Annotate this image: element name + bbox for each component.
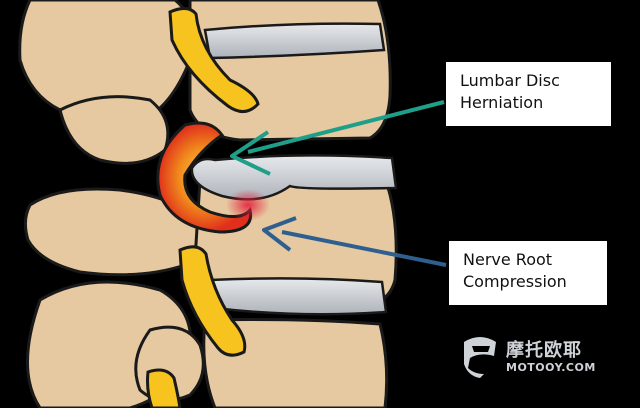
watermark: 摩托欧耶 MOTOOY.COM <box>460 334 610 380</box>
upper-facet <box>58 95 170 165</box>
herniation-arrow <box>230 100 445 176</box>
compression-arrow <box>262 216 447 267</box>
lower-disc <box>208 277 388 316</box>
herniation-label-line-1: Lumbar Disc <box>460 71 560 90</box>
watermark-brand: 摩托欧耶 <box>506 340 582 361</box>
upper-disc <box>203 22 386 60</box>
lower-nerve-root <box>146 368 182 408</box>
compression-label: Nerve Root Compression <box>449 241 607 305</box>
compression-label-line-2: Compression <box>463 272 567 291</box>
watermark-url: MOTOOY.COM <box>506 361 596 374</box>
herniated-disc <box>190 154 398 201</box>
herniation-label-line-2: Herniation <box>460 93 544 112</box>
compression-label-line-1: Nerve Root <box>463 250 553 269</box>
upper-nerve-root <box>168 7 260 113</box>
compressed-nerve-root <box>178 245 247 357</box>
helmet-logo-icon <box>464 337 496 378</box>
inflammation-spot <box>226 189 270 221</box>
herniation-label: Lumbar Disc Herniation <box>446 62 611 126</box>
lower-vertebral-body <box>202 318 389 408</box>
